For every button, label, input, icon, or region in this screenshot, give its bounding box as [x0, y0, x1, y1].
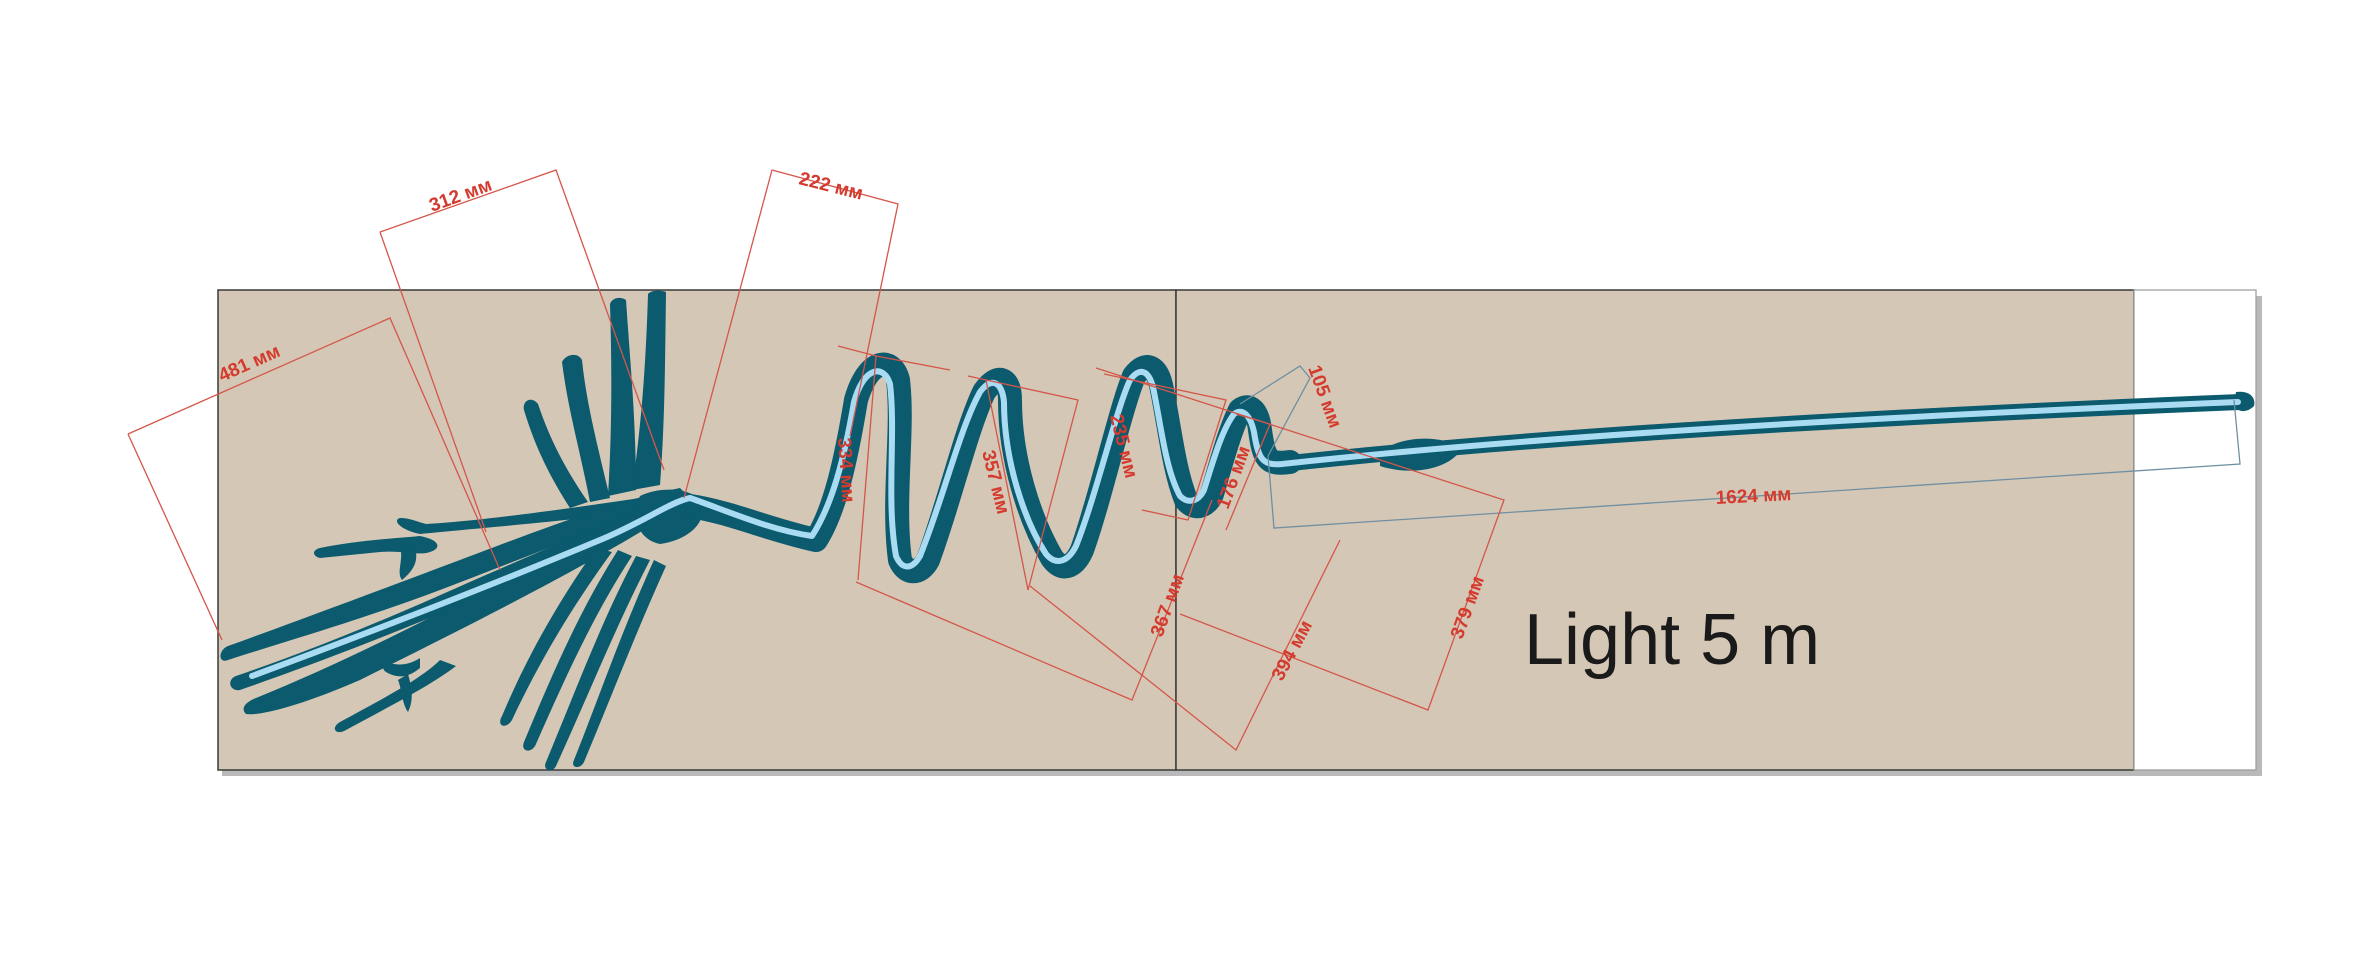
toe-lower-2: [383, 658, 420, 677]
lower-finger-1: [500, 548, 612, 726]
dim-367-lines: [855, 499, 1213, 701]
tail-end: [2234, 391, 2255, 412]
finger-4: [523, 399, 588, 508]
panel-middle: [1175, 289, 2135, 771]
title-label: Light 5 m: [1524, 600, 1820, 680]
dim-222-lines: [683, 169, 899, 499]
dim-379-lines: [1095, 367, 1505, 711]
dimension-lines: [127, 169, 2241, 752]
lower-finger-2: [523, 550, 632, 751]
branch-upper: [396, 498, 650, 534]
trunk: [220, 488, 690, 661]
finger-2: [608, 297, 636, 496]
panel-right-blank: [2133, 289, 2257, 771]
label-334: 334 мм: [833, 437, 858, 503]
figure-tree: [220, 290, 703, 771]
lower-finger-3: [545, 556, 650, 771]
toe-lower: [334, 660, 456, 733]
dim-394-lines: [1029, 539, 1341, 752]
led-strip: [249, 368, 2241, 679]
dim-105-lines: [1239, 365, 1311, 457]
label-222: 222 мм: [797, 168, 865, 204]
dim-235-lines: [1103, 373, 1227, 521]
dim-334-lines: [837, 345, 951, 581]
lower-finger-4: [573, 560, 666, 768]
dim-481-lines: [127, 317, 501, 641]
finger-1: [632, 290, 666, 490]
dim-357-lines: [967, 375, 1079, 591]
dim-312-lines: [379, 169, 665, 533]
label-1624: 1624 мм: [1715, 484, 1792, 509]
dim-1624-lines: [1267, 399, 2241, 529]
toe-upper-2: [399, 538, 417, 580]
toe-lower-3: [398, 674, 412, 712]
label-312: 312 мм: [427, 175, 495, 217]
finger-3: [562, 354, 610, 502]
